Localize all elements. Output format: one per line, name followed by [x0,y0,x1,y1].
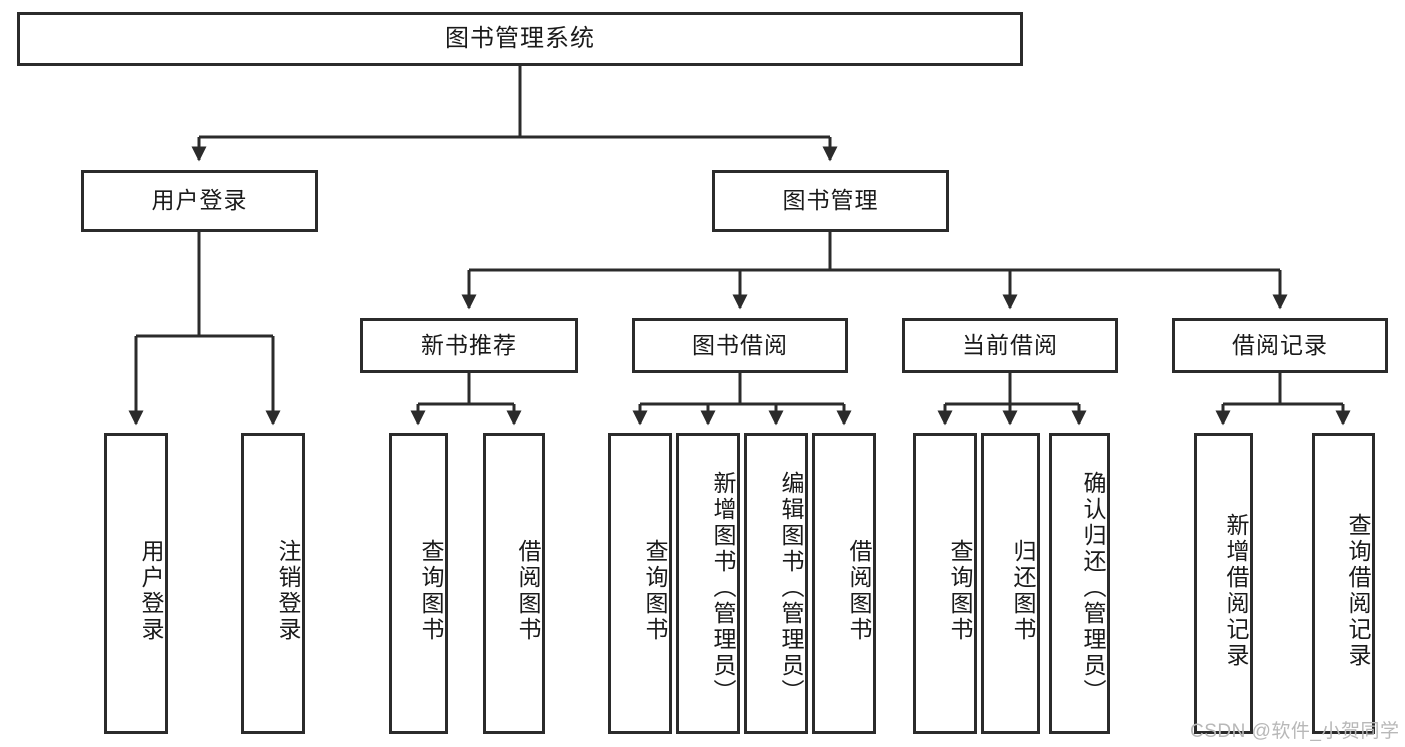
leaf-borrow-edit-book-admin[interactable]: 编辑图书（管理员） [744,433,808,734]
node-book-management[interactable]: 图书管理 [712,170,949,232]
leaf-user-login-logout[interactable]: 注销登录 [241,433,305,734]
node-book-borrow[interactable]: 图书借阅 [632,318,848,373]
node-label: 图书管理 [782,187,879,214]
node-label: 当前借阅 [962,331,1058,358]
node-label: 确认归还（管理员） [1080,470,1106,705]
node-current-borrow[interactable]: 当前借阅 [902,318,1118,373]
node-label: 图书管理系统 [445,24,595,52]
leaf-recommend-borrow-book[interactable]: 借阅图书 [483,433,545,734]
node-label: 查询图书 [947,538,973,643]
node-label: 用户登录 [138,538,164,643]
node-label: 新增借阅记录 [1223,512,1249,669]
node-label: 查询图书 [642,538,668,643]
leaf-borrow-query-book[interactable]: 查询图书 [608,433,672,734]
leaf-user-login-login[interactable]: 用户登录 [104,433,168,734]
node-label: 新书推荐 [421,331,517,358]
leaf-record-query-record[interactable]: 查询借阅记录 [1312,433,1375,734]
node-label: 新增图书（管理员） [710,470,736,705]
leaf-record-add-record[interactable]: 新增借阅记录 [1194,433,1253,734]
leaf-current-query-book[interactable]: 查询图书 [913,433,977,734]
node-label: 查询借阅记录 [1345,512,1371,669]
leaf-borrow-borrow-book[interactable]: 借阅图书 [812,433,876,734]
csdn-watermark: CSDN @软件_小贺同学 [1190,721,1400,742]
leaf-current-confirm-return-admin[interactable]: 确认归还（管理员） [1049,433,1110,734]
node-borrow-record[interactable]: 借阅记录 [1172,318,1388,373]
node-label: 注销登录 [275,538,301,643]
node-user-login[interactable]: 用户登录 [81,170,318,232]
node-label: 查询图书 [418,538,444,643]
node-label: 借阅图书 [515,538,541,643]
node-new-book-recommend[interactable]: 新书推荐 [360,318,578,373]
node-label: 编辑图书（管理员） [778,470,804,705]
node-root-system[interactable]: 图书管理系统 [17,12,1023,66]
node-label: 归还图书 [1010,538,1036,643]
leaf-recommend-query-book[interactable]: 查询图书 [389,433,448,734]
node-label: 用户登录 [151,187,248,214]
leaf-borrow-add-book-admin[interactable]: 新增图书（管理员） [676,433,740,734]
leaf-current-return-book[interactable]: 归还图书 [981,433,1040,734]
node-label: 借阅图书 [846,538,872,643]
node-label: 图书借阅 [692,331,788,358]
node-label: 借阅记录 [1232,331,1328,358]
